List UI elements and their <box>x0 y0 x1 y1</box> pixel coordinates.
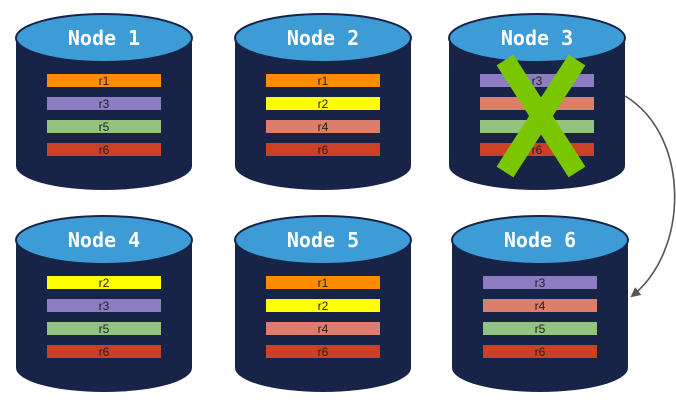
replica-bar-r2 <box>47 276 161 289</box>
replica-label: r6 <box>532 143 543 157</box>
replica-bar-r5 <box>47 322 161 335</box>
node-cylinder: Node 3r3r4r5r6 <box>448 13 626 190</box>
node-title: Node 5 <box>287 228 359 252</box>
node-cylinder: Node 4 r2 r3 r5 r6 <box>15 215 193 392</box>
replica-bar-r6 <box>47 143 161 156</box>
replica-bar-r4 <box>483 299 597 312</box>
replica-bar-r4 <box>266 120 380 133</box>
node-cylinder: Node 5 r1 r2 r4 r6 <box>234 215 412 392</box>
cylinder-top <box>234 13 412 63</box>
replica-label: r6 <box>99 345 110 359</box>
replica-bar-r4 <box>266 322 380 335</box>
replica-label: r1 <box>318 74 329 88</box>
replica-label: r2 <box>318 97 329 111</box>
curved-arrow-icon <box>624 95 676 298</box>
node-cylinder: Node 2 r1 r2 r4 r6 <box>234 13 412 190</box>
replica-label: r3 <box>99 299 110 313</box>
node-title: Node 4 <box>68 228 140 252</box>
replica-label: r5 <box>535 322 546 336</box>
node-title: Node 6 <box>504 228 576 252</box>
node-title: Node 1 <box>68 26 140 50</box>
replica-bar-r5 <box>47 120 161 133</box>
replica-label: r3 <box>532 74 543 88</box>
replica-label: r4 <box>535 299 546 313</box>
replica-label: r3 <box>99 97 110 111</box>
node-cylinder: Node 1 r1 r3 r5 r6 <box>15 13 193 190</box>
replica-bar-r1 <box>47 74 161 87</box>
nodes-layer: Node 1 r1 r3 r5 r6 Node 2 r1 r2 r4 r6 Node 3 r3 r4 r5… <box>15 13 629 392</box>
replica-bar-r6 <box>47 345 161 358</box>
replica-bar-r6 <box>266 143 380 156</box>
cylinder-top <box>15 215 193 265</box>
cross-mark-icon <box>496 54 586 178</box>
replica-bar-r1 <box>266 74 380 87</box>
replica-bar-r6 <box>266 345 380 358</box>
replica-bar-r5 <box>483 322 597 335</box>
replica-label: r5 <box>99 120 110 134</box>
replica-label: r6 <box>318 143 329 157</box>
replica-label: r1 <box>99 74 110 88</box>
replica-label: r5 <box>99 322 110 336</box>
replica-label: r4 <box>318 322 329 336</box>
node-title: Node 3 <box>501 26 573 50</box>
node-title: Node 2 <box>287 26 359 50</box>
replica-label: r1 <box>318 276 329 290</box>
replica-label: r2 <box>318 299 329 313</box>
cylinder-top <box>15 13 193 63</box>
replica-bar-r6 <box>483 345 597 358</box>
replica-label: r2 <box>99 276 110 290</box>
replica-label: r3 <box>535 276 546 290</box>
replica-bar-r3 <box>47 299 161 312</box>
replica-label: r6 <box>99 143 110 157</box>
replica-bar-r3 <box>483 276 597 289</box>
replica-bar-r2 <box>266 299 380 312</box>
replica-label: r4 <box>318 120 329 134</box>
replica-label: r6 <box>318 345 329 359</box>
cylinder-top <box>234 215 412 265</box>
replica-bar-r3 <box>47 97 161 110</box>
node-cylinder: Node 6 r3 r4 r5 r6 <box>451 215 629 392</box>
replica-bar-r2 <box>266 97 380 110</box>
replica-label: r6 <box>535 345 546 359</box>
replica-bar-r1 <box>266 276 380 289</box>
cylinder-top <box>448 13 626 63</box>
cylinder-top <box>451 215 629 265</box>
